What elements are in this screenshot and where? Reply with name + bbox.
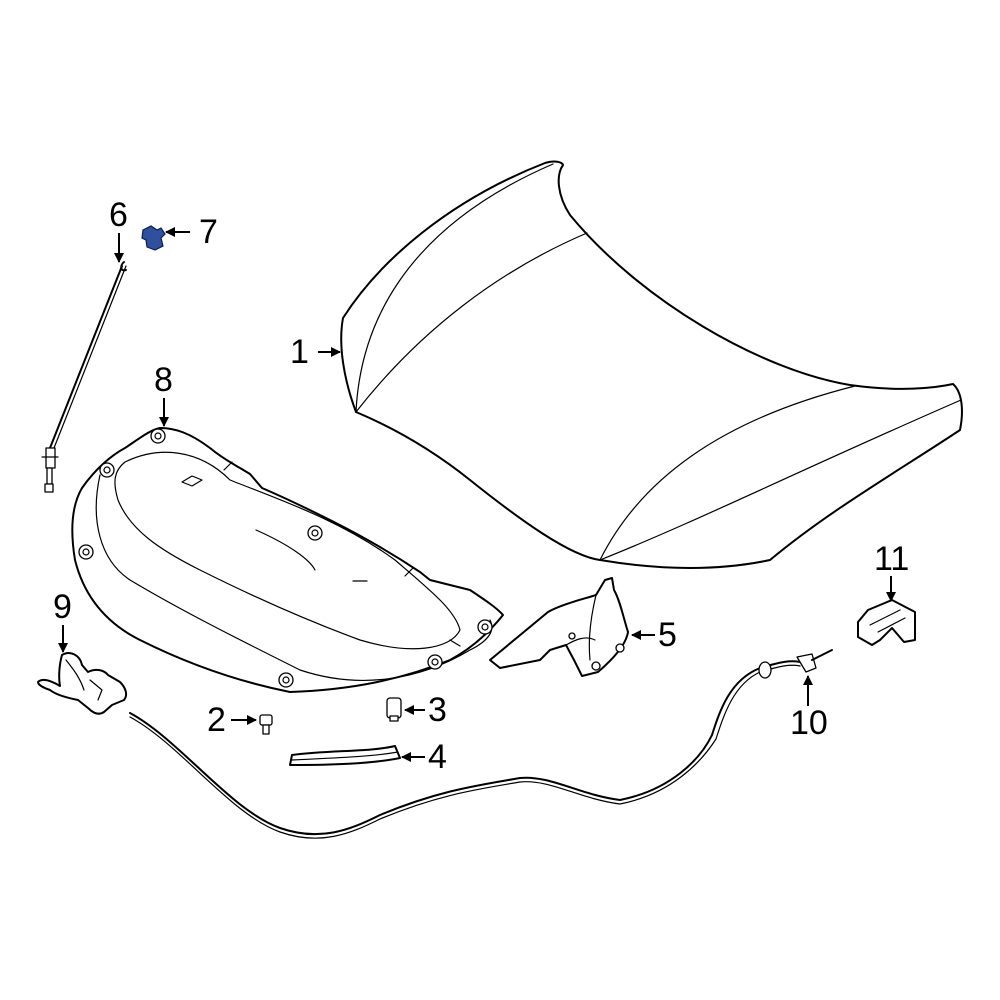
weatherstrip-seal[interactable]: [289, 745, 401, 766]
callout-4: 4: [428, 738, 447, 776]
callout-2: 2: [207, 701, 226, 739]
callout-3: 3: [428, 691, 447, 729]
callout-7: 7: [199, 213, 218, 251]
bumper-bolt[interactable]: [259, 714, 273, 735]
hood-hinge[interactable]: [489, 577, 629, 677]
callout-6: 6: [109, 196, 128, 234]
callout-8: 8: [154, 361, 173, 399]
hood-latch[interactable]: [37, 652, 128, 715]
callout-1: 1: [290, 333, 309, 371]
hood-panel[interactable]: [340, 160, 963, 569]
release-handle[interactable]: [857, 599, 916, 646]
callout-9: 9: [53, 588, 72, 626]
prop-rod-clip[interactable]: [141, 225, 166, 251]
leader-lines: [58, 227, 896, 762]
hood-prop-rod[interactable]: [41, 261, 127, 493]
release-cable[interactable]: [129, 649, 833, 839]
hood-bumper[interactable]: [386, 697, 402, 722]
callout-5: 5: [658, 616, 677, 654]
callout-10: 10: [790, 704, 828, 742]
hood-insulator-pad[interactable]: [71, 427, 504, 693]
callout-11: 11: [874, 540, 910, 578]
